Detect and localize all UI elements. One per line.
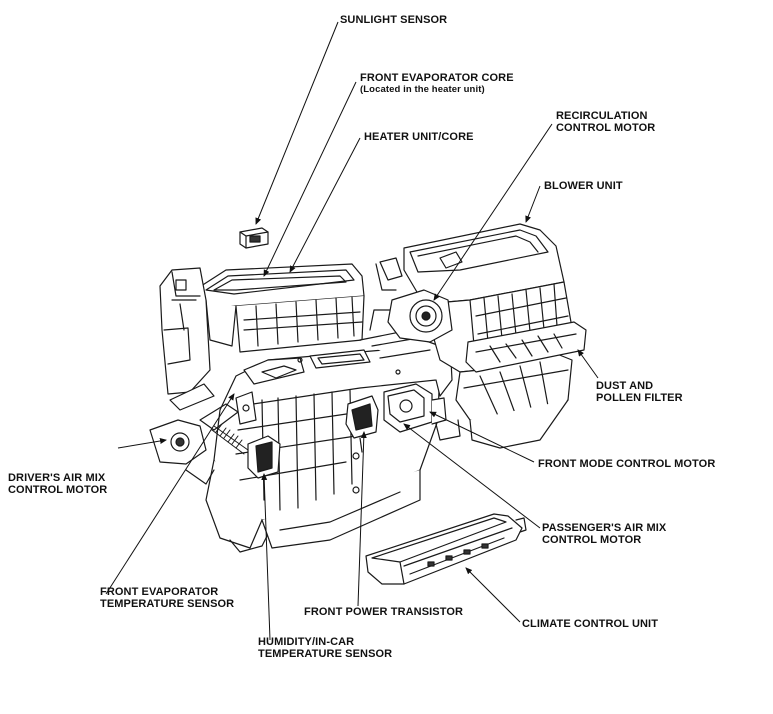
label-recirculation-control-motor: RECIRCULATION CONTROL MOTOR xyxy=(556,110,656,134)
leader-front-evaporator-core xyxy=(263,81,357,277)
sunlight-sensor-part xyxy=(239,227,269,249)
leader-dust-filter xyxy=(577,349,599,379)
label-drivers-air-mix-control-motor: DRIVER'S AIR MIX CONTROL MOTOR xyxy=(8,472,108,496)
label-blower-unit: BLOWER UNIT xyxy=(544,180,623,192)
leader-recirculation-motor xyxy=(433,123,553,301)
leader-front-evap-temp-sensor xyxy=(105,393,235,595)
label-front-evaporator-core: FRONT EVAPORATOR CORE (Located in the he… xyxy=(360,72,514,95)
label-climate-control-unit: CLIMATE CONTROL UNIT xyxy=(522,618,659,630)
leader-climate-control-unit xyxy=(465,567,521,623)
label-humidity-in-car-temperature-sensor: HUMIDITY/IN-CAR TEMPERATURE SENSOR xyxy=(258,636,393,660)
blower-unit-part xyxy=(375,223,587,449)
label-front-mode-control-motor: FRONT MODE CONTROL MOTOR xyxy=(538,458,716,470)
label-sunlight-sensor: SUNLIGHT SENSOR xyxy=(340,14,448,26)
leader-sunlight-sensor xyxy=(255,21,339,225)
climate-control-unit-part xyxy=(365,513,527,585)
label-front-power-transistor: FRONT POWER TRANSISTOR xyxy=(304,606,464,618)
label-dust-pollen-filter: DUST AND POLLEN FILTER xyxy=(596,380,683,404)
leader-front-mode-motor xyxy=(429,411,535,463)
leader-blower-unit xyxy=(525,185,541,223)
power-transistor-part xyxy=(345,395,379,453)
leader-heater-unit xyxy=(289,137,361,273)
leader-front-power-transistor xyxy=(357,431,367,607)
label-heater-unit-core: HEATER UNIT/CORE xyxy=(364,131,474,143)
leader-humidity-sensor xyxy=(261,473,271,641)
label-front-evaporator-temperature-sensor: FRONT EVAPORATOR TEMPERATURE SENSOR xyxy=(100,586,235,610)
leader-lines xyxy=(105,21,599,641)
heater-unit-part xyxy=(149,263,453,553)
label-passengers-air-mix-control-motor: PASSENGER'S AIR MIX CONTROL MOTOR xyxy=(542,522,667,546)
leader-drivers-air-mix xyxy=(117,438,167,449)
leader-passengers-air-mix xyxy=(403,423,541,529)
